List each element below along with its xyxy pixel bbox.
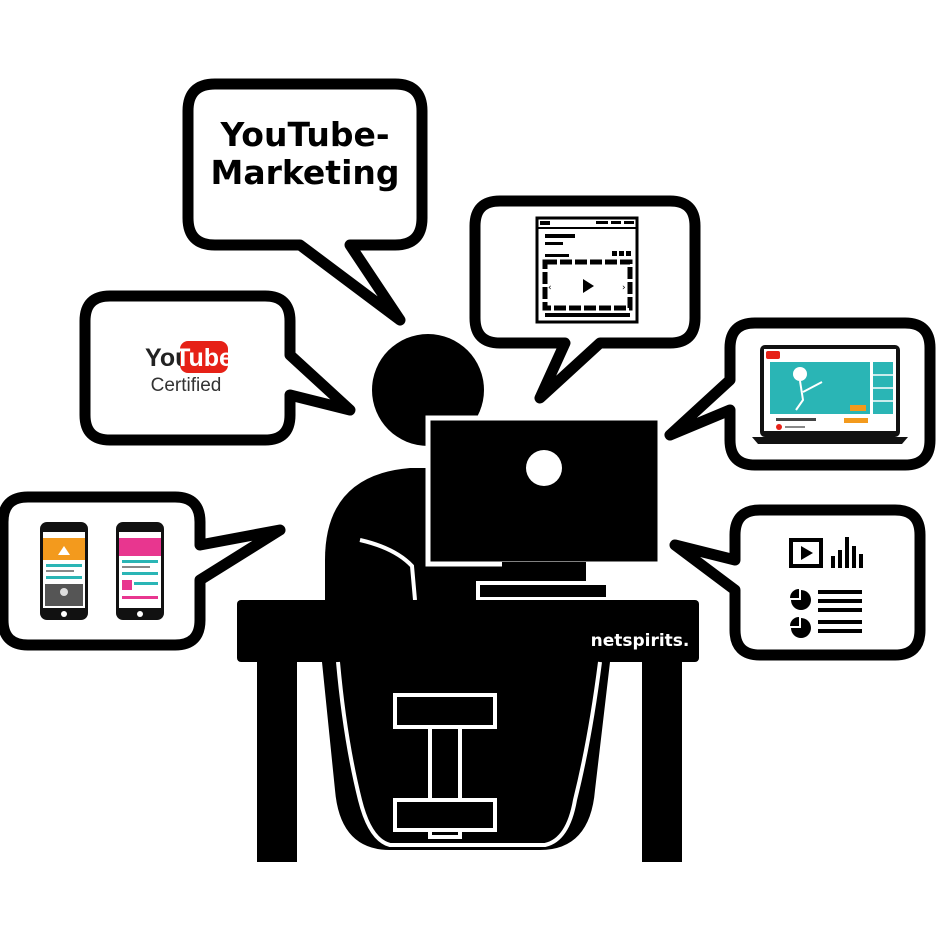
svg-text:‹: ‹ [548,283,552,293]
youtube-logo-icon: You Tube [145,341,233,373]
laptop-bubble [664,317,936,471]
phones-bubble [0,491,286,651]
monitor [425,415,663,601]
badge-tube-text: Tube [175,344,233,372]
mobile-phones-icon [40,522,164,620]
certified-bubble: You Tube Certified [79,290,356,446]
title-line-2: Marketing [210,153,399,192]
laptop-video-icon [752,345,908,444]
brand-label: netspirits. [591,631,690,651]
desk: netspirits. [237,600,699,862]
analytics-icon [789,537,863,638]
title-line-1: YouTube- [219,115,389,154]
wireframe-bubble: ‹ › [469,195,701,404]
analytics-bubble [669,504,926,661]
title-bubble: YouTube- Marketing [182,78,428,326]
video-wireframe-icon: ‹ › [535,216,639,324]
svg-text:›: › [622,283,626,293]
badge-certified-text: Certified [151,375,222,396]
